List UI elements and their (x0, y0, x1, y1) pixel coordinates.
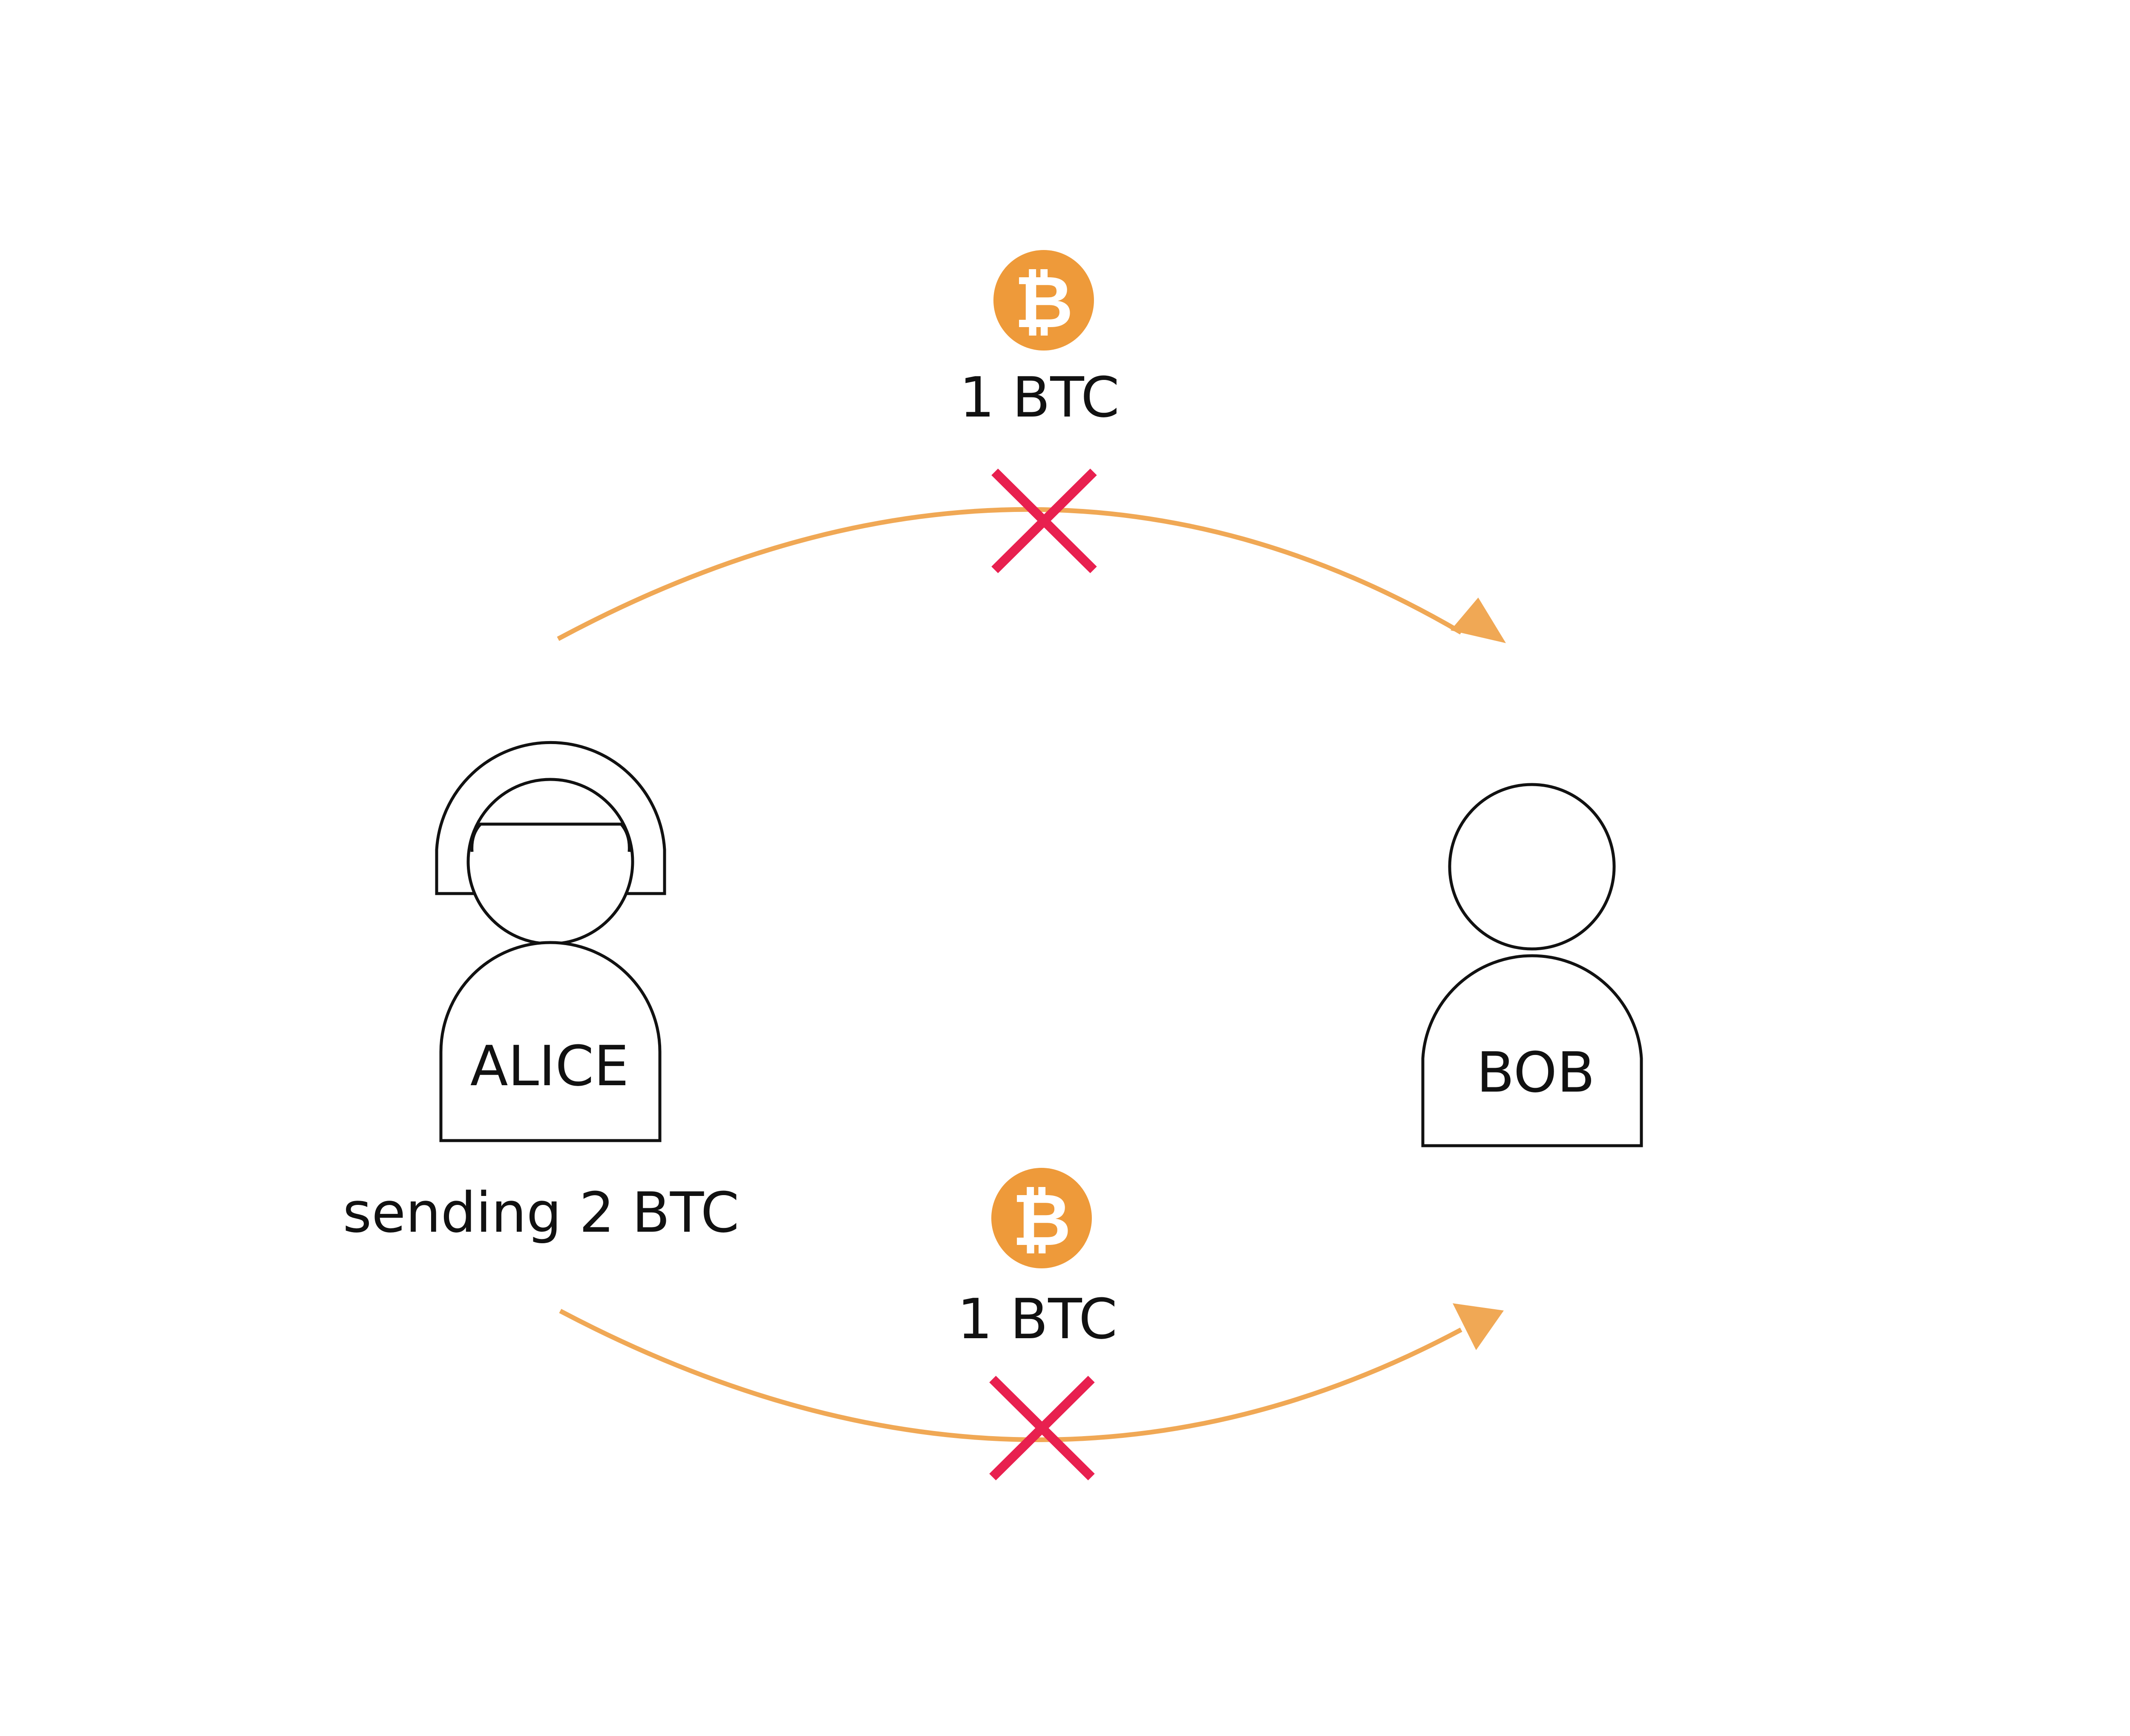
bob-head (1448, 783, 1616, 951)
bob-name-label: BOB (1477, 1040, 1595, 1105)
bob-figure (1421, 783, 1643, 1147)
bottom-amount-label: 1 BTC (957, 1287, 1117, 1351)
top-arrow-curve (557, 507, 1462, 641)
alice-caption: sending 2 BTC (343, 1180, 740, 1245)
alice-head (466, 778, 634, 946)
bitcoin-icon: ₿ (991, 1168, 1092, 1268)
top-transfer: ₿ 1 BTC (959, 250, 1120, 573)
bottom-transfer: ₿ 1 BTC (957, 1168, 1117, 1480)
bitcoin-icon: ₿ (993, 250, 1094, 351)
alice-name-label: ALICE (470, 1034, 629, 1098)
bottom-arrowhead (1453, 1303, 1504, 1350)
red-x-icon (991, 468, 1097, 573)
bitcoin-glyph: ₿ (1014, 260, 1074, 345)
top-arrowhead (1451, 598, 1506, 643)
bitcoin-glyph: ₿ (1012, 1178, 1071, 1262)
top-amount-label: 1 BTC (959, 365, 1120, 430)
red-x-icon (989, 1376, 1095, 1480)
bottom-arrow-curve (559, 1309, 1462, 1442)
alice-figure (435, 741, 666, 1142)
alice-body (439, 941, 662, 1142)
top-transfer-arrow (557, 507, 1506, 643)
alice-bangs (470, 822, 631, 852)
bottom-transfer-arrow (559, 1303, 1504, 1442)
bob-body (1421, 954, 1643, 1147)
